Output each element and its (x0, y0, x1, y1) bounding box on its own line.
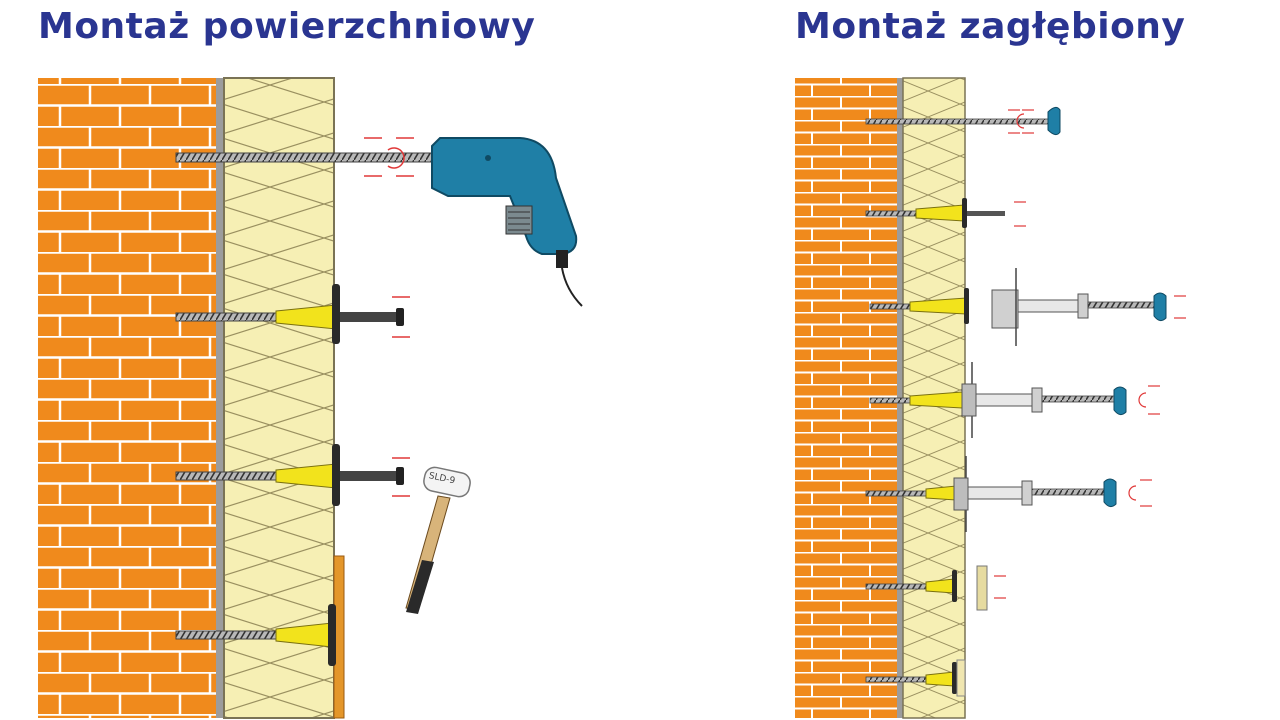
anchor-inserted-1 (175, 284, 410, 344)
direction-arrows (364, 137, 414, 177)
insulation-board-left (223, 77, 335, 719)
insulation-cap (976, 565, 988, 611)
recessed-drill-step (865, 106, 1061, 136)
title-surface-mounting: Montaż powierzchniowy (38, 6, 536, 47)
title-recessed-mounting: Montaż zagłębiony (795, 6, 1186, 47)
anchor-plate (328, 604, 336, 666)
hammer-icon: SLD-9 (405, 466, 471, 614)
anchor-thread (175, 471, 277, 481)
recessed-tool-step-1 (869, 268, 1186, 346)
brick-wall-left (38, 78, 216, 718)
anchor-plate (332, 284, 340, 344)
anchor-inserted-2 (175, 444, 410, 506)
recessed-tool-step-3 (865, 456, 1152, 532)
recessed-tool-step-2 (869, 362, 1160, 438)
rotation-arrow-icon (1138, 392, 1147, 408)
recessed-cap-step (865, 565, 1006, 611)
rotation-arrow-icon (1128, 485, 1137, 501)
recessed-anchor-insert (865, 198, 1026, 228)
drilling-step (175, 137, 583, 307)
rotation-arrow-icon (1016, 113, 1025, 129)
anchor-thread (175, 630, 277, 640)
recessed-mount-section (795, 77, 1186, 719)
recessed-anchor-finished (865, 659, 966, 697)
anchor-thread (175, 312, 277, 322)
wall-glue-layer-left (216, 78, 224, 718)
anchor-pin (340, 312, 398, 322)
anchor-plate (332, 444, 340, 506)
surface-mount-section: SLD-9 (38, 77, 583, 719)
anchor-installed (175, 604, 336, 666)
anchor-pin (340, 471, 398, 481)
drill-bit (175, 152, 439, 163)
drill-icon (431, 137, 583, 307)
rotation-arrow-icon (387, 147, 405, 169)
